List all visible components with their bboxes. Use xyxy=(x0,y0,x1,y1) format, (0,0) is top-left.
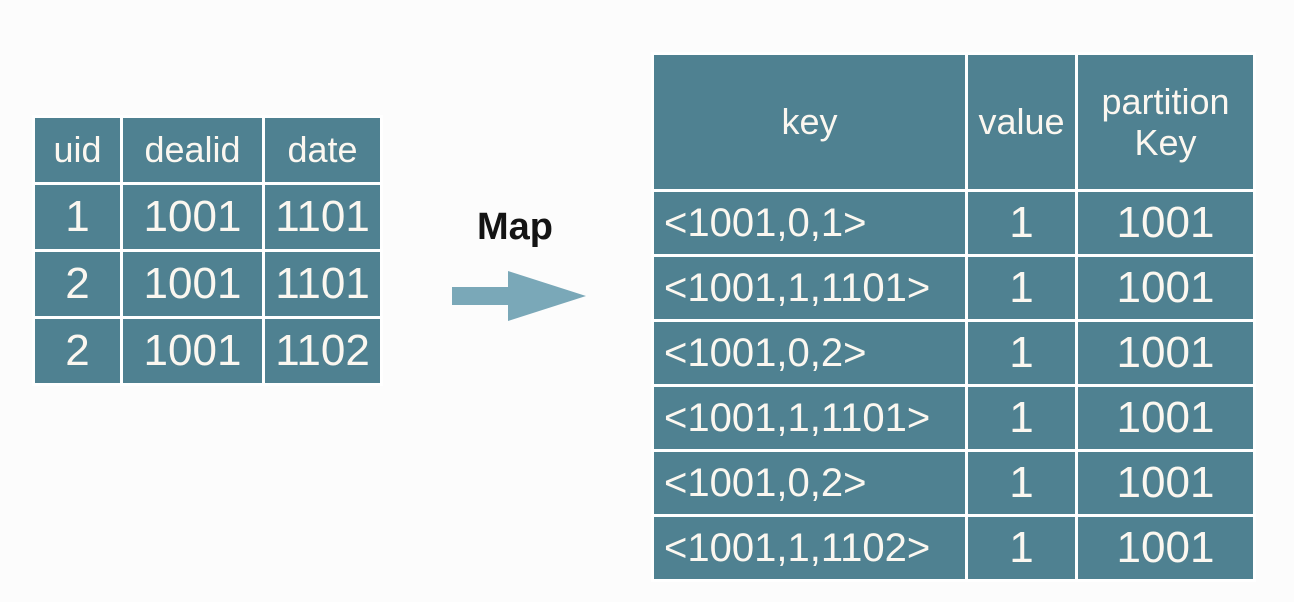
arrow-shaft xyxy=(452,287,512,305)
table-row: 2 1001 1101 xyxy=(32,249,383,319)
table-cell: 2 xyxy=(32,316,123,386)
table-row: <1001,0,2> 1 1001 xyxy=(651,319,1256,387)
column-header-key: key xyxy=(651,52,968,192)
output-table-header-row: key value partition Key xyxy=(651,52,1256,192)
table-cell-key: <1001,1,1102> xyxy=(651,514,968,582)
table-row: <1001,1,1101> 1 1001 xyxy=(651,254,1256,322)
table-cell-partition-key: 1001 xyxy=(1075,514,1256,582)
column-header-value: value xyxy=(965,52,1078,192)
table-cell: 1102 xyxy=(262,316,383,386)
column-header-uid: uid xyxy=(32,115,123,185)
table-cell-value: 1 xyxy=(965,384,1078,452)
column-header-dealid: dealid xyxy=(120,115,265,185)
table-cell-key: <1001,0,1> xyxy=(651,189,968,257)
table-cell: 1001 xyxy=(120,182,265,252)
table-cell: 1001 xyxy=(120,316,265,386)
table-cell-key: <1001,0,2> xyxy=(651,319,968,387)
table-cell-partition-key: 1001 xyxy=(1075,189,1256,257)
table-row: <1001,0,1> 1 1001 xyxy=(651,189,1256,257)
table-cell-partition-key: 1001 xyxy=(1075,384,1256,452)
table-row: 1 1001 1101 xyxy=(32,182,383,252)
table-cell-partition-key: 1001 xyxy=(1075,319,1256,387)
table-cell-value: 1 xyxy=(965,449,1078,517)
input-table-header-row: uid dealid date xyxy=(32,115,383,185)
table-cell-value: 1 xyxy=(965,254,1078,322)
table-cell: 1101 xyxy=(262,249,383,319)
table-cell-key: <1001,0,2> xyxy=(651,449,968,517)
table-cell: 1101 xyxy=(262,182,383,252)
table-row: 2 1001 1102 xyxy=(32,316,383,386)
table-cell-value: 1 xyxy=(965,319,1078,387)
table-cell: 1001 xyxy=(120,249,265,319)
table-cell-key: <1001,1,1101> xyxy=(651,254,968,322)
table-cell-value: 1 xyxy=(965,514,1078,582)
table-cell-partition-key: 1001 xyxy=(1075,254,1256,322)
column-header-date: date xyxy=(262,115,383,185)
table-cell: 2 xyxy=(32,249,123,319)
table-cell: 1 xyxy=(32,182,123,252)
arrow-head xyxy=(508,271,586,321)
table-cell-key: <1001,1,1101> xyxy=(651,384,968,452)
output-table: key value partition Key <1001,0,1> 1 100… xyxy=(651,52,1256,582)
input-table: uid dealid date 1 1001 1101 2 1001 1101 … xyxy=(32,115,383,386)
table-row: <1001,1,1101> 1 1001 xyxy=(651,384,1256,452)
table-row: <1001,0,2> 1 1001 xyxy=(651,449,1256,517)
table-row: <1001,1,1102> 1 1001 xyxy=(651,514,1256,582)
column-header-partition-key: partition Key xyxy=(1075,52,1256,192)
map-label: Map xyxy=(477,206,553,248)
table-cell-value: 1 xyxy=(965,189,1078,257)
table-cell-partition-key: 1001 xyxy=(1075,449,1256,517)
